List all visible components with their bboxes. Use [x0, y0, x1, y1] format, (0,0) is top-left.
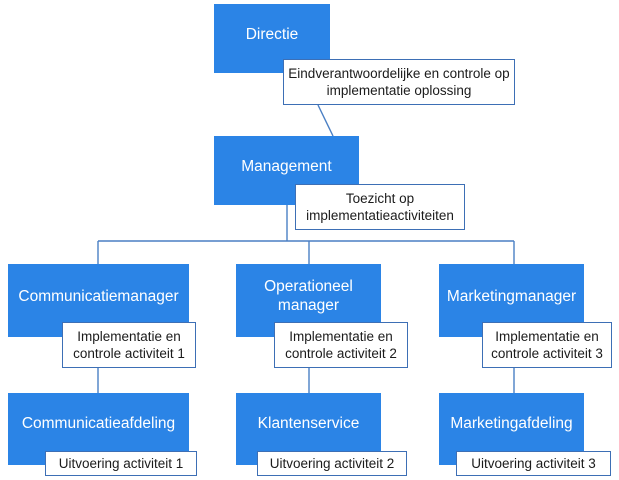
- node-title: Communicatieafdeling: [21, 415, 176, 432]
- note-communicatiemanager: Implementatie en controle activiteit 1: [62, 322, 196, 368]
- connector-directie-management: [317, 104, 334, 137]
- note-directie: Eindverantwoordelijke en controle op imp…: [283, 59, 515, 105]
- node-title: Directie: [245, 26, 299, 43]
- node-title: Marketingmanager: [446, 288, 577, 305]
- node-title: Marketingafdeling: [450, 415, 573, 432]
- node-title: Communicatiemanager: [18, 288, 179, 305]
- note-operationeel-manager: Implementatie en controle activiteit 2: [274, 322, 408, 368]
- note-management: Toezicht op implementatieactiviteiten: [295, 184, 465, 230]
- note-marketingmanager: Implementatie en controle activiteit 3: [482, 322, 612, 368]
- node-title: Klantenservice: [257, 415, 360, 432]
- note-marketingafdeling: Uitvoering activiteit 3: [456, 451, 611, 476]
- note-klantenservice: Uitvoering activiteit 2: [257, 451, 407, 476]
- node-title: Management: [241, 158, 332, 175]
- note-communicatieafdeling: Uitvoering activiteit 1: [45, 451, 197, 476]
- node-title: Operationeel manager: [264, 278, 353, 314]
